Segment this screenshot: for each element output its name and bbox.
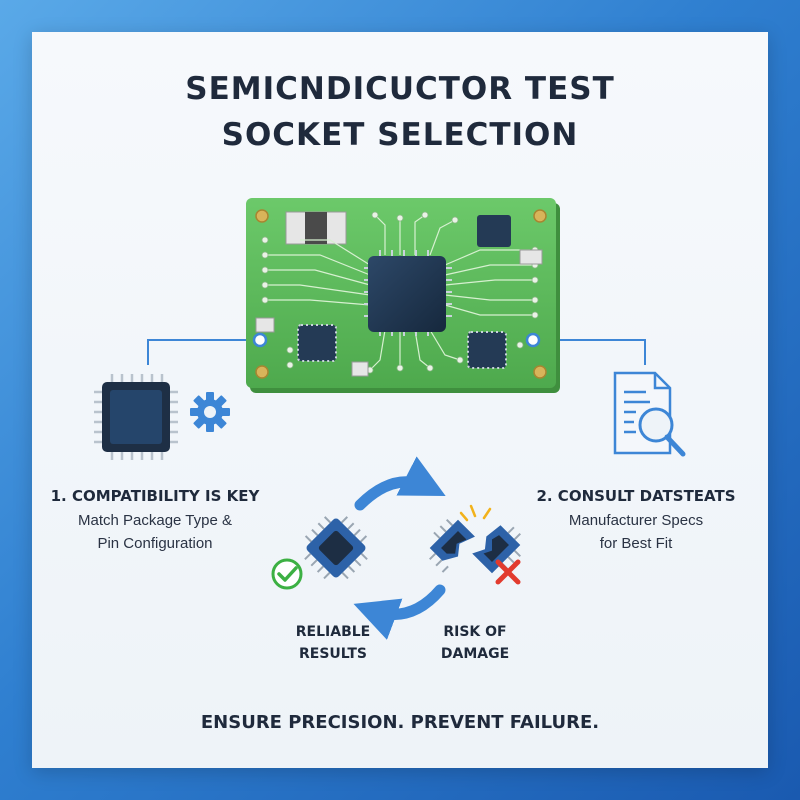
step-1-desc-line-2: Pin Configuration <box>97 535 213 552</box>
step-2-desc-line-2: for Best Fit <box>599 535 673 552</box>
damaged-chip-icon <box>429 504 521 574</box>
title-line-1: SEMICNDICUCTOR TEST <box>185 71 615 107</box>
step-1-title: 1. COMPATIBILITY IS KEY <box>50 487 260 505</box>
page-title: SEMICNDICUCTOR TEST SOCKET SELECTION <box>0 66 800 158</box>
cycle-arrow-icon <box>353 456 446 640</box>
damage-label-line-2: DAMAGE <box>440 646 510 662</box>
chip-icon <box>94 374 178 460</box>
risk-of-damage-label: RISK OF DAMAGE <box>420 621 530 665</box>
step-1-desc-line-1: Match Package Type & <box>78 512 232 529</box>
reliable-label-line-1: RELIABLE <box>295 624 371 640</box>
step-2-title: 2. CONSULT DATSTEATS <box>536 487 736 505</box>
cross-icon <box>495 559 521 585</box>
title-line-2: SOCKET SELECTION <box>221 117 579 153</box>
datasheet-magnifier-icon <box>613 371 686 457</box>
footer-tagline: ENSURE PRECISION. PREVENT FAILURE. <box>200 712 600 733</box>
connector-lines <box>147 339 646 365</box>
step-2-desc-line-1: Manufacturer Specs <box>568 512 704 529</box>
check-icon <box>271 558 303 590</box>
step-2-description: Manufacturer Specs for Best Fit <box>520 509 752 555</box>
step-1-description: Match Package Type & Pin Configuration <box>40 509 270 555</box>
reliable-chip-icon <box>304 516 368 580</box>
gear-icon <box>190 392 230 432</box>
reliable-label-line-2: RESULTS <box>298 646 368 662</box>
damage-label-line-1: RISK OF <box>443 624 507 640</box>
reliable-results-label: RELIABLE RESULTS <box>278 621 388 665</box>
pcb-board <box>246 198 560 393</box>
